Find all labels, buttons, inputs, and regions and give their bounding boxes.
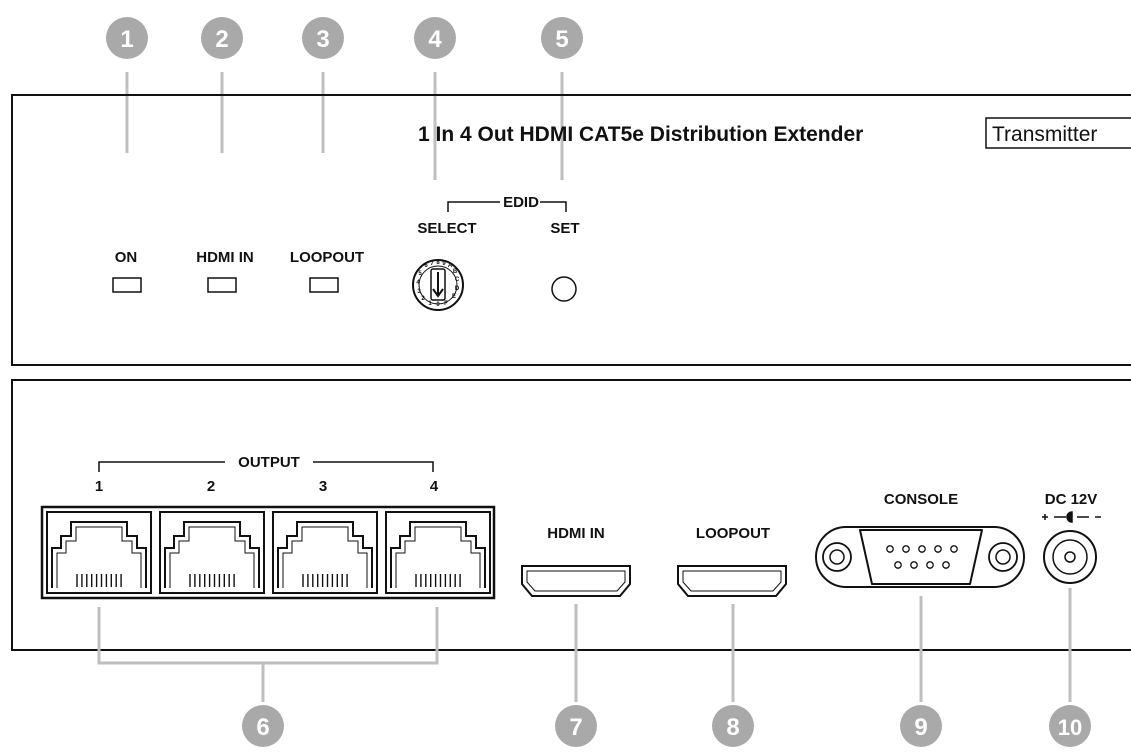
svg-text:3: 3 [316, 26, 329, 53]
svg-text:9: 9 [914, 714, 927, 741]
output-label: OUTPUT [238, 454, 300, 471]
loopout-port-inner [682, 570, 782, 592]
svg-text:A: A [448, 263, 453, 269]
led-label-hdmi-in: HDMI IN [196, 249, 254, 266]
output-port-number-3: 3 [319, 478, 327, 495]
output-port-number-4: 4 [430, 478, 439, 495]
edid-label: EDID [503, 194, 539, 211]
edid-bracket [447, 201, 567, 212]
svg-text:6: 6 [256, 714, 269, 741]
rj45-output-port-2[interactable] [159, 511, 265, 594]
svg-text:E: E [452, 294, 456, 300]
svg-text:Transmitter: Transmitter [992, 123, 1097, 146]
svg-text:8: 8 [436, 260, 440, 266]
svg-text:5: 5 [555, 26, 568, 53]
edid-set-button[interactable] [551, 276, 577, 302]
console-port-label: CONSOLE [884, 491, 958, 508]
led-hdmi-in [207, 277, 237, 293]
svg-text:F: F [444, 301, 448, 307]
svg-text:B: B [453, 269, 458, 275]
svg-text:2: 2 [421, 296, 425, 302]
svg-text:10: 10 [1058, 715, 1082, 740]
front-panel [11, 94, 1131, 366]
output-port-number-2: 2 [207, 478, 215, 495]
svg-text:D: D [455, 286, 460, 292]
led-label-on: ON [115, 249, 138, 266]
svg-text:3: 3 [417, 289, 421, 295]
svg-text:6: 6 [424, 263, 428, 269]
rj45-output-port-4[interactable] [385, 511, 491, 594]
leader-lines-top [125, 72, 564, 180]
svg-text:9: 9 [442, 261, 446, 267]
svg-text:1: 1 [428, 301, 432, 307]
hdmi-in-port-inner [526, 570, 626, 592]
loopout-port[interactable] [677, 565, 787, 597]
loopout-port-label: LOOPOUT [696, 525, 770, 542]
callout-6: 6 [242, 705, 284, 747]
rj45-output-port-3[interactable] [272, 511, 378, 594]
callout-2: 2 [201, 17, 243, 59]
product-title: 1 In 4 Out HDMI CAT5e Distribution Exten… [418, 123, 863, 146]
callout-3: 3 [302, 17, 344, 59]
svg-text:7: 7 [569, 714, 582, 741]
svg-text:8: 8 [726, 714, 739, 741]
led-loopout [309, 277, 339, 293]
edid-set-label: SET [550, 220, 579, 237]
svg-text:7: 7 [430, 261, 434, 267]
led-label-loopout: LOOPOUT [290, 249, 364, 266]
rj45-output-port-1[interactable] [46, 511, 152, 594]
dc-power-jack[interactable] [1043, 530, 1097, 584]
leader-lines-bottom [97, 588, 1072, 702]
svg-text:1: 1 [120, 26, 133, 53]
svg-text:0: 0 [436, 302, 440, 308]
svg-text:5: 5 [418, 271, 422, 277]
callout-8: 8 [712, 705, 754, 747]
dc-power-label: DC 12V [1045, 491, 1098, 508]
callout-1: 1 [106, 17, 148, 59]
console-port[interactable] [815, 526, 1025, 588]
callout-4: 4 [414, 17, 456, 59]
svg-text:C: C [455, 277, 460, 283]
transmitter-badge: Transmitter [985, 117, 1131, 149]
svg-text:2: 2 [215, 26, 228, 53]
callout-9: 9 [900, 705, 942, 747]
led-on [112, 277, 142, 293]
dc-polarity-icon [1042, 511, 1101, 523]
hdmi-in-port[interactable] [521, 565, 631, 597]
callout-10: 10 [1049, 705, 1091, 747]
rj45-ports [46, 511, 491, 594]
output-port-number-1: 1 [95, 478, 103, 495]
callout-7: 7 [555, 705, 597, 747]
edid-select-label: SELECT [417, 220, 476, 237]
svg-text:4: 4 [428, 26, 442, 53]
svg-text:4: 4 [416, 280, 420, 286]
output-bracket [98, 461, 434, 472]
callout-5: 5 [541, 17, 583, 59]
hdmi-in-port-label: HDMI IN [547, 525, 605, 542]
